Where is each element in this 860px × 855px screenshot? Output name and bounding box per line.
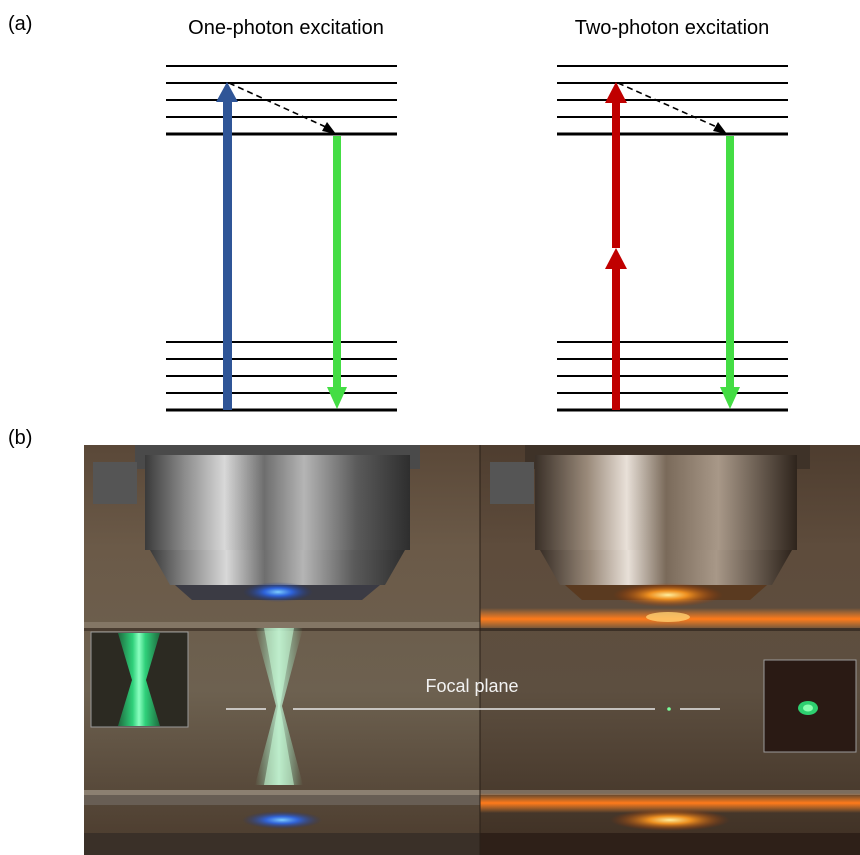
red-excitation-arrow-upper <box>605 82 627 248</box>
panel-b: (b) <box>8 427 860 855</box>
green-emission-arrow-left <box>327 136 347 409</box>
relaxation-arrow-left <box>228 82 336 134</box>
two-photon-focal-spot <box>667 707 671 711</box>
panel-a-label: (a) <box>8 13 32 35</box>
red-excitation-arrow-lower <box>605 248 627 410</box>
ground-levels-left <box>166 341 397 412</box>
orange-focus-glow-bottom <box>610 809 730 831</box>
inset-one-photon <box>90 631 189 728</box>
blue-focus-glow-bottom <box>242 811 322 829</box>
one-photon-photo <box>84 445 480 855</box>
objective-lens-left <box>135 445 420 600</box>
panel-b-label: (b) <box>8 427 32 449</box>
blue-excitation-arrow <box>216 82 238 410</box>
blue-focus-glow-top <box>243 582 313 602</box>
gray-marker-right <box>490 462 534 504</box>
one-photon-title: One-photon excitation <box>188 17 384 39</box>
gray-marker-left <box>93 462 137 504</box>
orange-focus-glow-top <box>613 583 723 607</box>
two-photon-diagram <box>557 65 788 412</box>
excited-levels-right <box>557 65 788 136</box>
panel-a: (a) One-photon excitation Two-photon exc… <box>8 13 788 412</box>
two-photon-title: Two-photon excitation <box>575 17 770 39</box>
two-photon-photo <box>480 445 860 855</box>
one-photon-diagram <box>166 65 397 412</box>
excited-levels-left <box>166 65 397 136</box>
objective-lens-right <box>525 445 810 600</box>
green-emission-arrow-right <box>720 136 740 409</box>
inset-two-photon <box>763 659 857 753</box>
ground-levels-right <box>557 341 788 412</box>
focal-plane-label: Focal plane <box>425 676 518 696</box>
orange-band-bottom <box>480 793 860 813</box>
relaxation-arrow-right <box>617 82 727 134</box>
